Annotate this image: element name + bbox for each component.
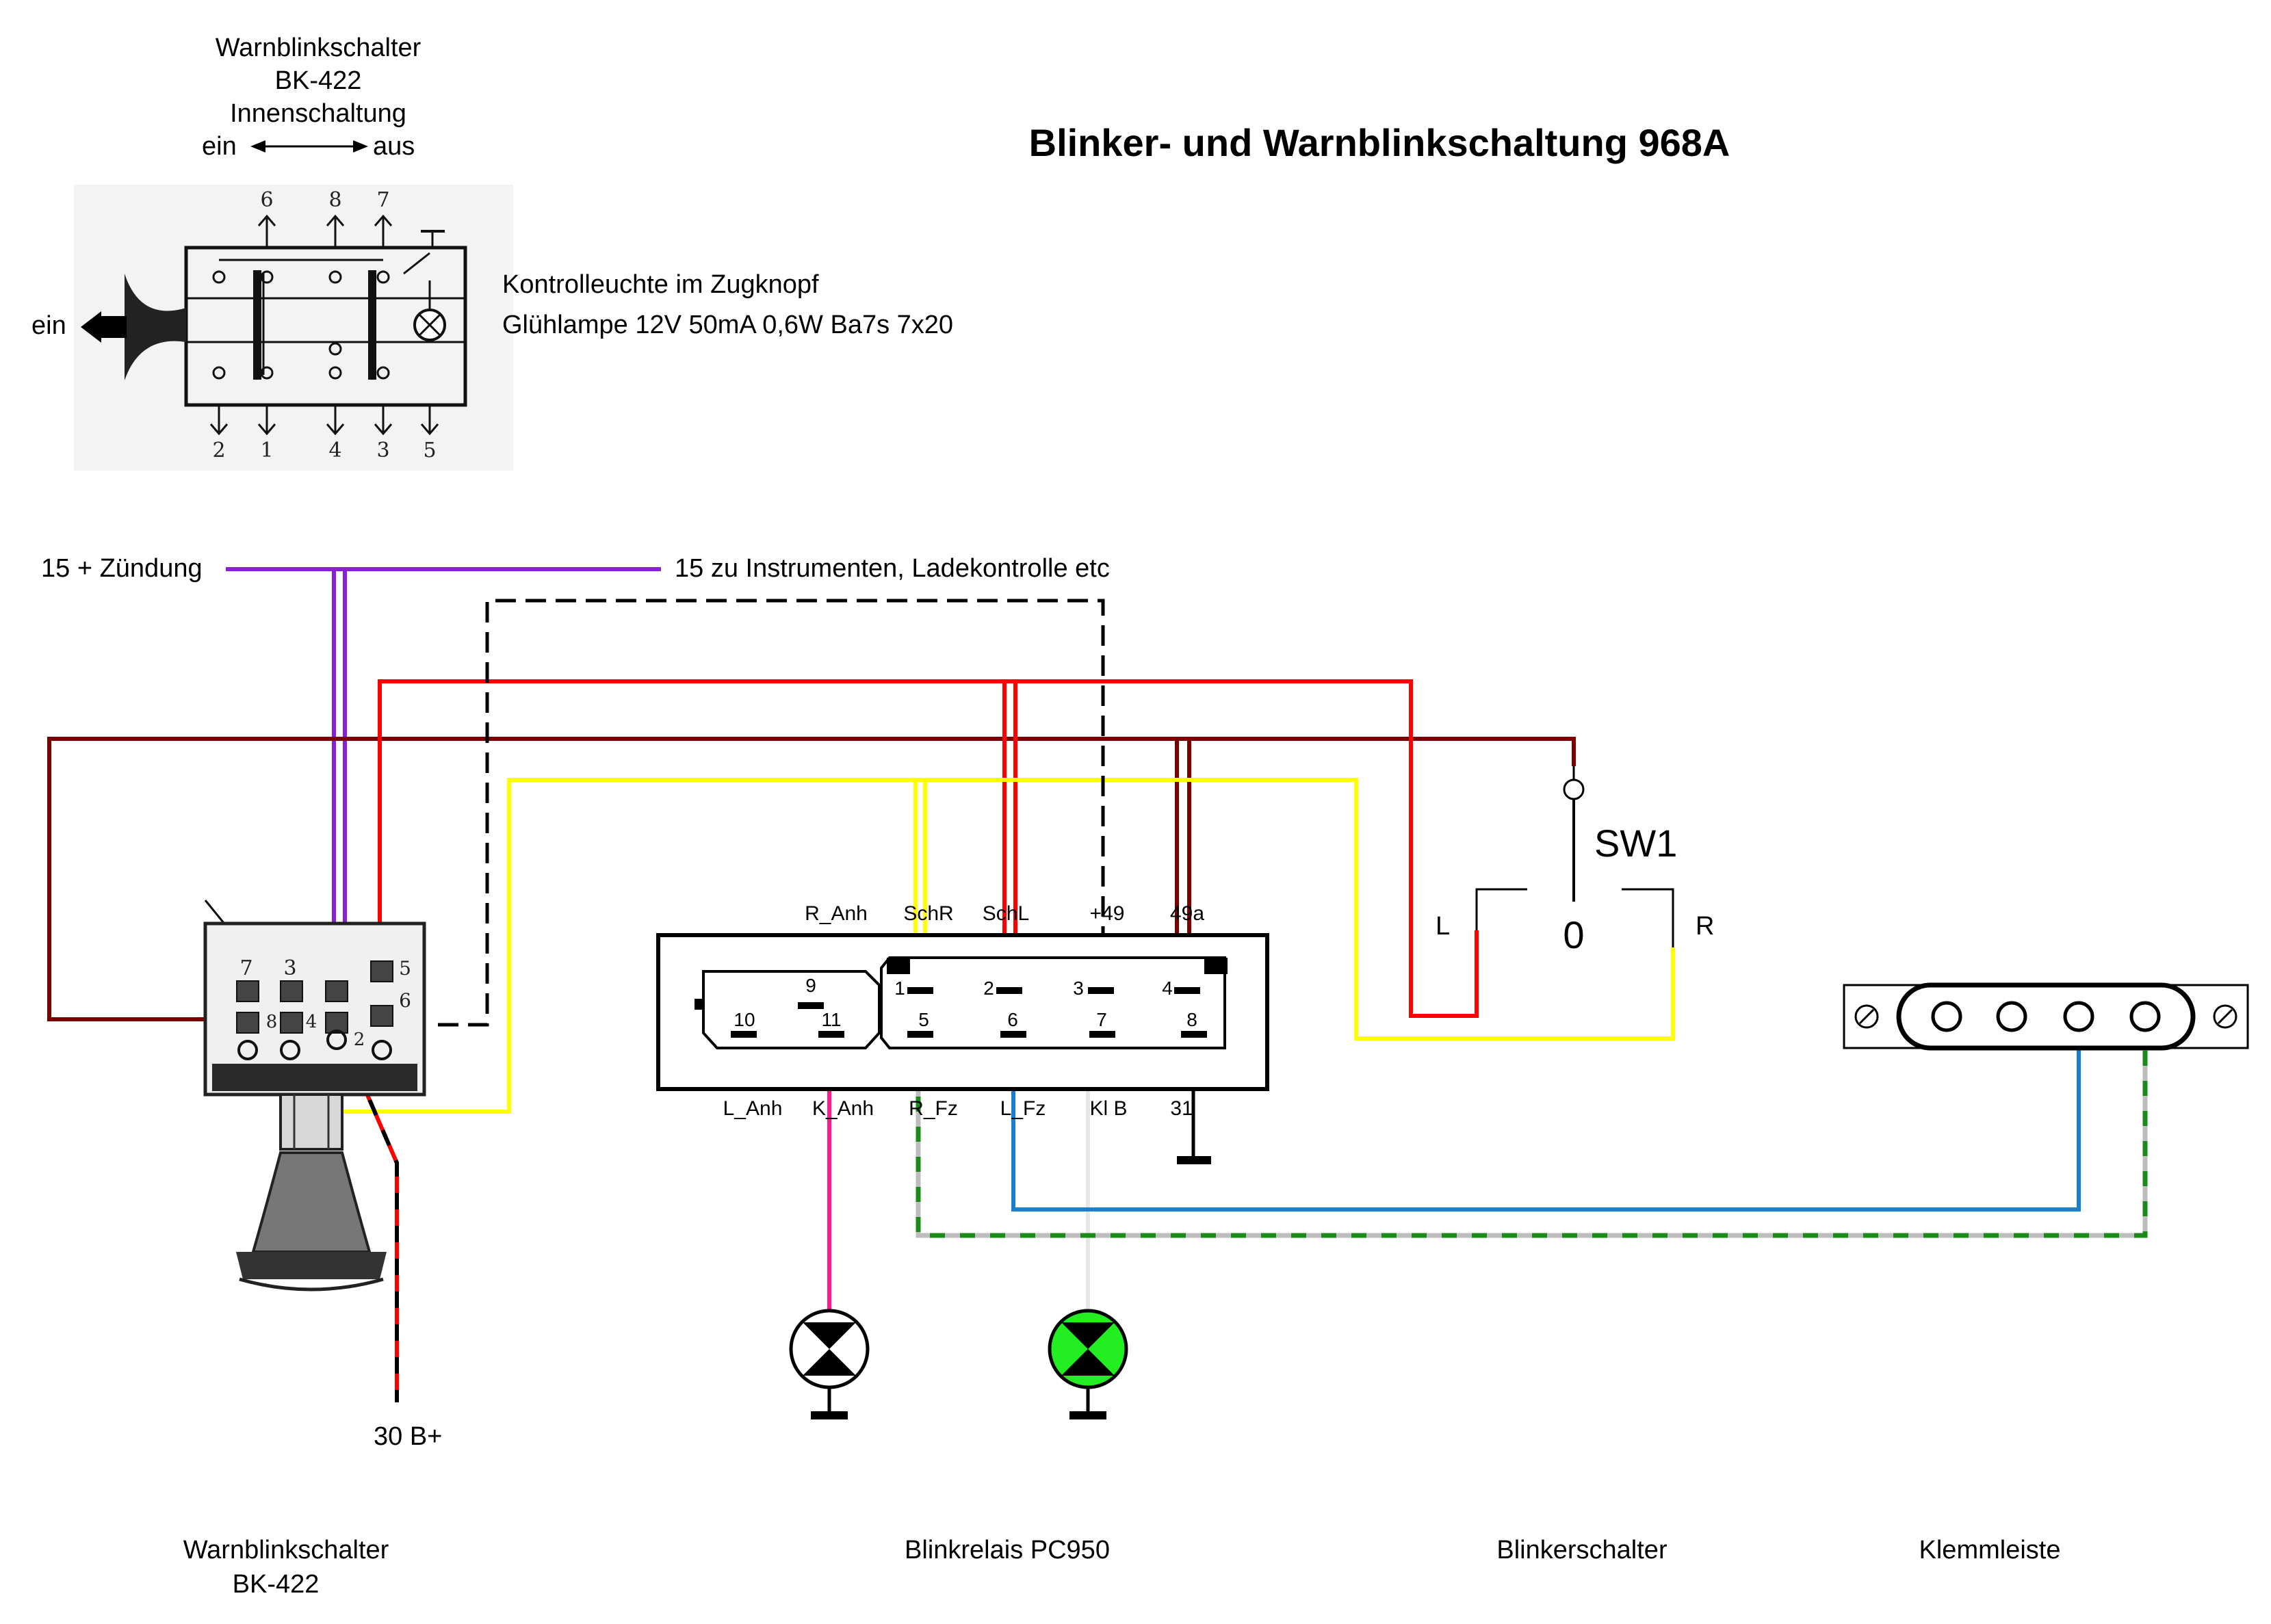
switch-terminals <box>236 960 393 1034</box>
pull-knob-icon <box>251 1151 372 1253</box>
switch-pin-5: 5 <box>399 957 411 980</box>
switch-pin-2: 2 <box>354 1030 365 1050</box>
inset-heading-line2: BK-422 <box>275 66 362 95</box>
wire-l-fz <box>1011 1019 2081 1212</box>
relay-pin-5: 5 <box>918 1009 929 1030</box>
relay-pin-3: 3 <box>1073 978 1084 999</box>
relay-label-49a: 49a <box>1170 902 1204 925</box>
relay-pin-11: 11 <box>821 1009 841 1030</box>
label-instruments: 15 zu Instrumenten, Ladekontrolle etc <box>675 554 1110 583</box>
relay-label-schr: SchR <box>903 902 953 925</box>
inset-bottom-pin-1: 1 <box>260 438 273 462</box>
indicator-lamp-icon <box>403 230 446 341</box>
relay-pin-8: 8 <box>1186 1009 1197 1030</box>
turn-signal-switch: SW1 L 0 R <box>1436 766 1714 956</box>
caption-blinker: Blinkerschalter <box>1496 1536 1667 1564</box>
wire-ignition <box>226 567 661 985</box>
sw1-right: R <box>1696 912 1714 941</box>
inset-direction-aus: aus <box>373 132 415 161</box>
caption-terminal: Klemmleiste <box>1919 1536 2061 1564</box>
relay-pin-10: 10 <box>734 1009 755 1030</box>
caption-relay: Blinkrelais PC950 <box>905 1536 1110 1564</box>
relay-label-plus49: +49 <box>1090 902 1125 925</box>
trailer-indicator-lamp-icon <box>789 1309 870 1419</box>
switch-pin-4: 4 <box>306 1012 317 1032</box>
inset-bottom-pin-4: 4 <box>328 438 341 462</box>
inset-push-label: ein <box>31 311 66 340</box>
relay-label-r-fz: R_Fz <box>909 1097 958 1120</box>
switch-pin-6: 6 <box>399 989 411 1012</box>
inset-top-pin-6: 6 <box>260 188 273 212</box>
hazard-switch: 7 3 5 6 8 4 2 <box>203 900 426 1292</box>
vehicle-indicator-lamp-icon <box>1048 1309 1128 1419</box>
wire-dashed-49 <box>438 599 1105 1027</box>
sw1-center: 0 <box>1563 913 1584 956</box>
relay-pin-6: 6 <box>1007 1009 1018 1030</box>
switch-pin-3: 3 <box>283 956 296 980</box>
sw1-name: SW1 <box>1594 822 1677 865</box>
inset-schematic: Warnblinkschalter BK-422 Innenschaltung … <box>31 34 513 471</box>
inset-bottom-pin-5: 5 <box>423 438 436 462</box>
inset-top-pin-8: 8 <box>328 188 341 212</box>
lamp-note-line1: Kontrolleuchte im Zugknopf <box>502 270 819 299</box>
switch-pin-7: 7 <box>239 956 252 980</box>
relay-label-l-fz: L_Fz <box>1000 1097 1046 1120</box>
label-ignition: 15 + Zündung <box>41 554 203 583</box>
relay-pin-4: 4 <box>1162 978 1173 999</box>
inset-bottom-pin-2: 2 <box>212 438 225 462</box>
sw1-left: L <box>1436 912 1450 941</box>
label-battery: 30 B+ <box>374 1422 442 1451</box>
inset-direction-ein: ein <box>202 132 237 161</box>
inset-top-pin-7: 7 <box>376 188 389 212</box>
relay-label-schl: SchL <box>983 902 1029 925</box>
relay-pin-2: 2 <box>983 978 994 999</box>
relay-label-k-anh: K_Anh <box>812 1097 874 1120</box>
caption-switch-line2: BK-422 <box>233 1570 320 1599</box>
relay-label-kl-b: Kl B <box>1089 1097 1127 1120</box>
flasher-relay: R_Anh SchR SchL +49 49a L_Anh K_Anh R_Fz… <box>656 902 1269 1120</box>
relay-label-r-anh: R_Anh <box>805 902 868 925</box>
relay-label-31: 31 <box>1170 1097 1193 1120</box>
relay-pin-9: 9 <box>805 975 816 996</box>
relay-pin-7: 7 <box>1096 1009 1107 1030</box>
relay-label-l-anh: L_Anh <box>723 1097 783 1120</box>
screw-icon <box>1854 1004 2237 1029</box>
caption-switch-line1: Warnblinkschalter <box>183 1536 389 1564</box>
wire-r-fz <box>916 1019 2148 1238</box>
push-arrow-icon <box>81 311 101 343</box>
diagram-title: Blinker- und Warnblinkschaltung 968A <box>1029 121 1730 164</box>
double-arrow-icon <box>250 140 368 153</box>
inset-heading-line1: Warnblinkschalter <box>216 34 421 62</box>
inset-bottom-pin-3: 3 <box>376 438 389 462</box>
inset-heading-line3: Innenschaltung <box>230 99 406 128</box>
terminal-strip <box>1843 982 2249 1051</box>
relay-terminals <box>731 987 1207 1038</box>
switch-pin-8: 8 <box>266 1012 278 1032</box>
push-knob-icon <box>125 274 186 380</box>
lamp-note-line2: Glühlampe 12V 50mA 0,6W Ba7s 7x20 <box>502 311 953 339</box>
relay-pin-1: 1 <box>894 978 905 999</box>
